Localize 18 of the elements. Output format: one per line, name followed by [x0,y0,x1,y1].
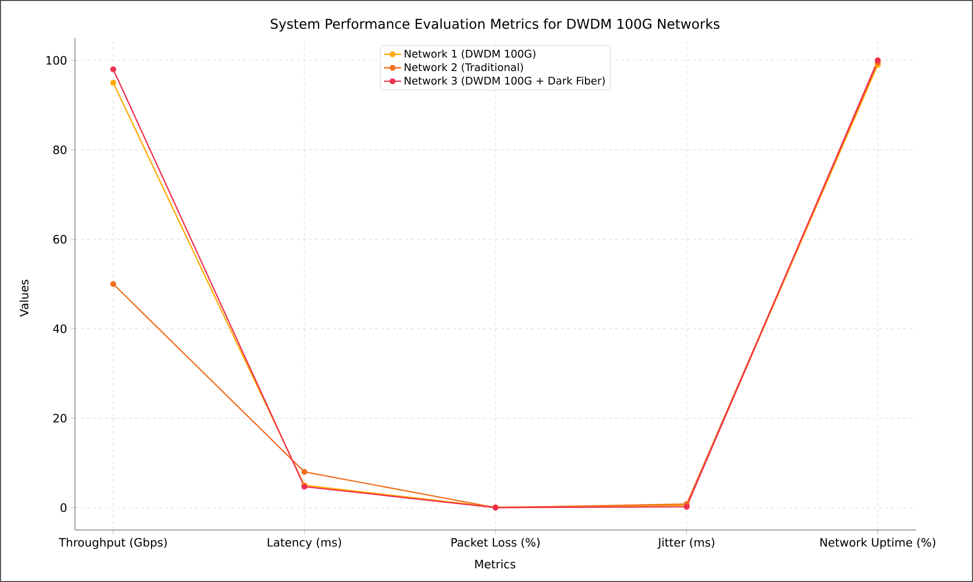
x-tick-label: Packet Loss (%) [452,538,540,548]
y-tick-label: 80 [53,145,66,154]
y-tick-label: 40 [53,324,66,334]
legend-label: Network 2 (Traditional) [404,63,523,72]
line-chart: Throughput (Gbps) Latency (ms) Packet Loss (%) Jitter (ms) Network Uptime (%) 0 20 40 60 80 100 Network 1 (DWDM 100G) Network 2 (Traditional) Network 3 (DWDM 100G + Dark Fiber) [46,38,936,549]
y-tick-label: 60 [53,234,66,244]
x-tick-label: Network Uptime (%) [820,538,936,549]
x-tick-label: Throughput (Gbps) [58,538,167,549]
x-tick-label: Latency (ms) [268,538,342,549]
legend-label: Network 3 (DWDM 100G + Dark Fiber) [404,76,605,86]
chart-title: System Performance Evaluation Metrics for DWDM 100G Networks [270,18,720,32]
y-tick-label: 0 [60,503,66,512]
legend-label: Network 1 (DWDM 100G) [404,50,536,59]
y-tick-label: 100 [46,56,66,65]
axis-title: Metrics [475,560,516,568]
x-tick-label: Jitter (ms) [657,538,714,549]
y-tick-label: 20 [53,414,66,423]
axis-title: Values [20,280,28,317]
